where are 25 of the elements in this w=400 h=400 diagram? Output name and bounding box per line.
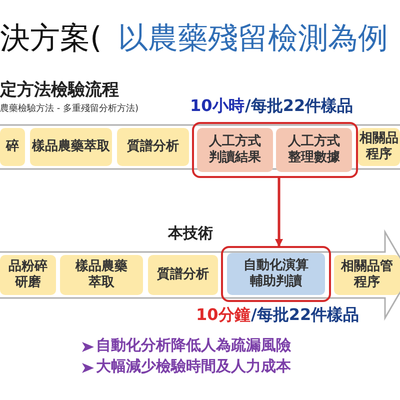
subheading: 農藥檢驗方法 - 多重殘留分析方法) xyxy=(0,102,138,115)
batch-note: /每批22件樣品 xyxy=(245,96,354,117)
process-box: 自動化演算輔助判讀 xyxy=(227,253,325,295)
batch-note: /每批22件樣品 xyxy=(251,305,360,326)
section-heading: 定方法檢驗流程 xyxy=(0,79,119,101)
process-box: 人工方式整理數據 xyxy=(276,128,352,172)
process-box: 相關品程序 xyxy=(358,128,400,166)
title: 決方案( xyxy=(0,20,102,58)
process-box: 樣品農藥萃取 xyxy=(30,128,112,166)
highlight-frame xyxy=(192,122,358,178)
process-box: 質譜分析 xyxy=(148,255,218,295)
section-heading: 本技術 xyxy=(168,224,213,243)
process-box: 碎 xyxy=(0,128,25,166)
highlight-frame xyxy=(221,246,331,302)
process-box: 樣品農藥萃取 xyxy=(60,255,143,295)
process-box: 質譜分析 xyxy=(117,128,189,166)
process-box: 人工方式判讀結果 xyxy=(197,128,273,172)
process-box: 品粉碎研磨 xyxy=(0,255,56,295)
time-value: 10小時 xyxy=(190,96,244,117)
bullet-text: 大幅減少檢驗時間及人力成本 xyxy=(96,357,291,376)
bullet-text: 自動化分析降低人為疏漏風險 xyxy=(96,336,291,355)
process-box: 相關品管程序 xyxy=(334,255,400,295)
time-value: 10分鐘 xyxy=(196,305,250,326)
arrow xyxy=(275,178,283,247)
title-text: 以農藥殘留檢測為例 xyxy=(118,20,388,58)
